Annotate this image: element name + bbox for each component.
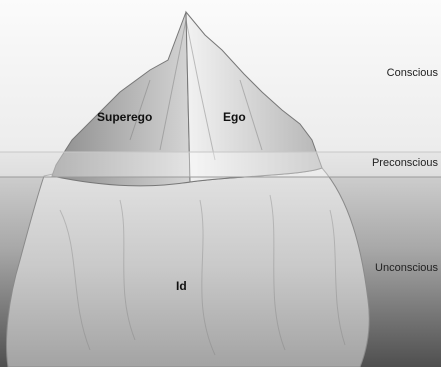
conscious-label: Conscious [387,68,438,79]
ego-label: Ego [223,111,246,123]
id-label: Id [176,280,187,292]
superego-label: Superego [97,111,152,123]
unconscious-label: Unconscious [375,263,438,274]
iceberg-submerged [7,168,370,367]
preconscious-label: Preconscious [372,158,438,169]
